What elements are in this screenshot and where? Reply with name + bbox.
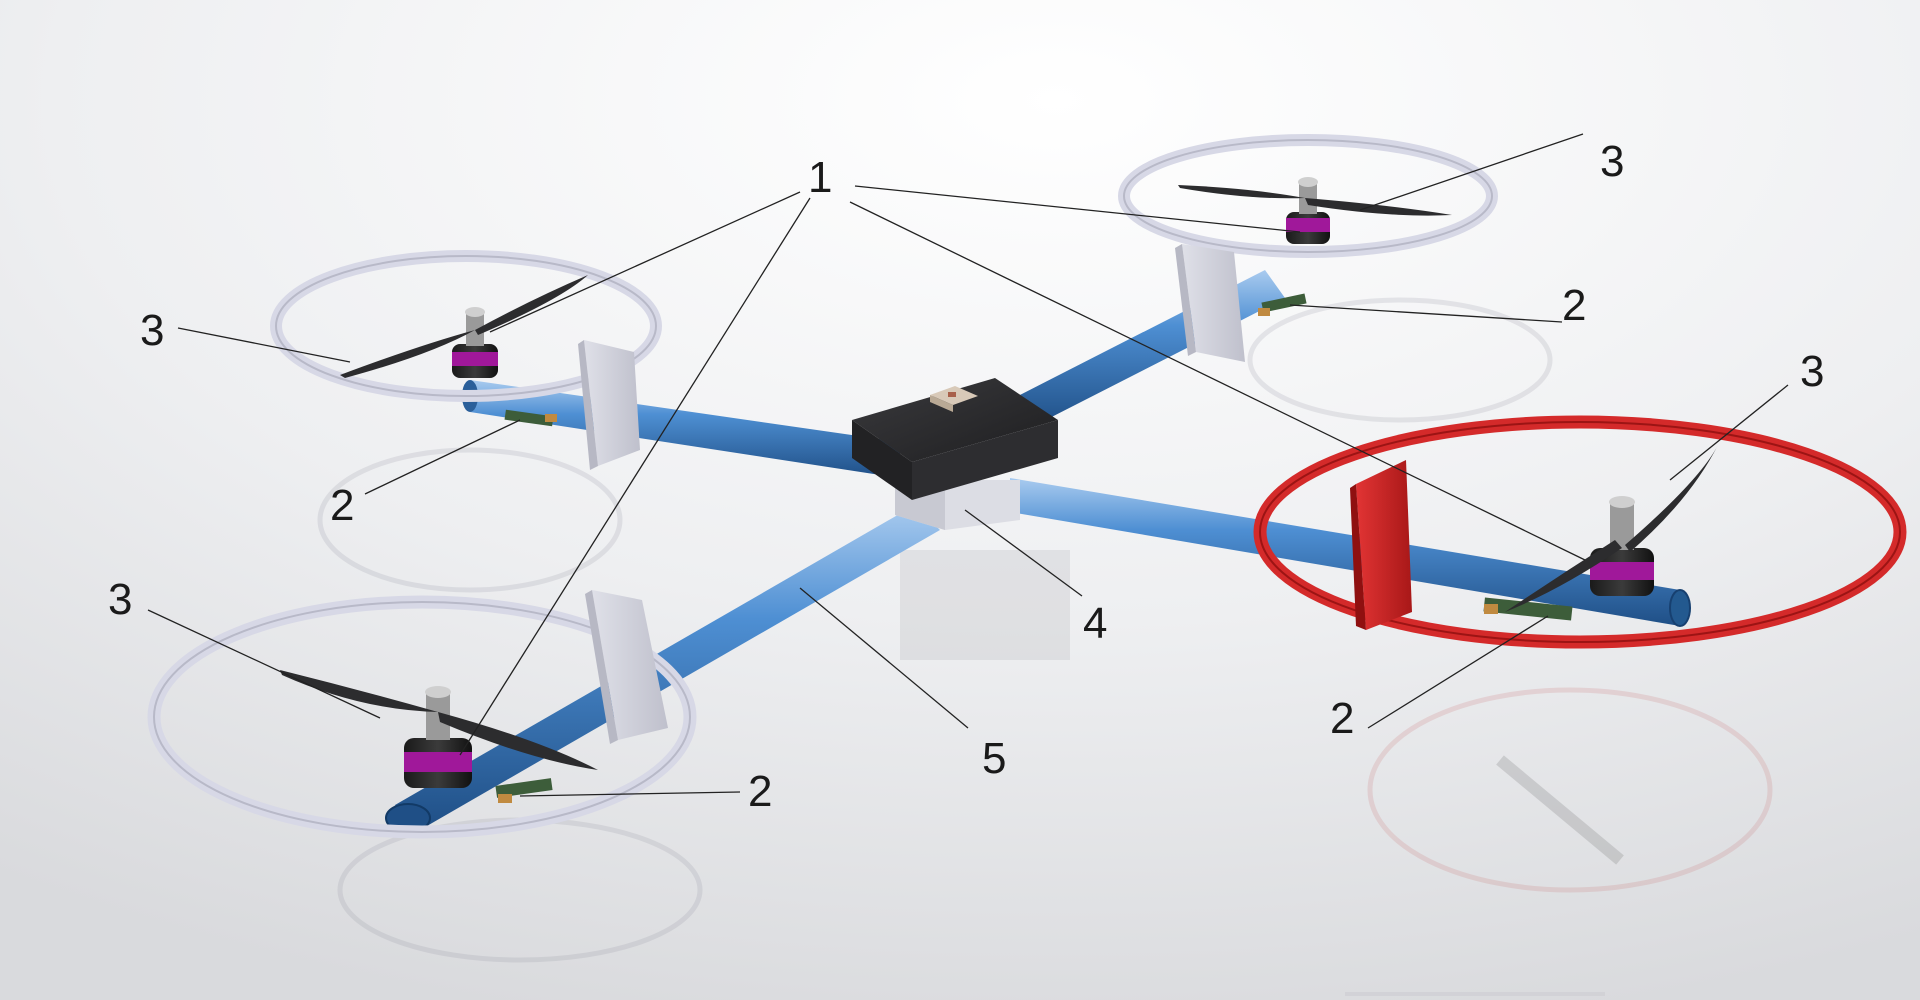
leader-2-rear-left bbox=[364, 419, 521, 495]
leader-4-hub bbox=[964, 509, 1083, 597]
callout-3-front-right: 3 bbox=[1800, 347, 1824, 396]
callout-labels: 1 3 2 3 3 2 4 3 2 2 5 bbox=[108, 137, 1824, 816]
rotor-assembly-rear-right bbox=[1118, 134, 1498, 362]
callout-1: 1 bbox=[808, 153, 832, 202]
watermark-strip bbox=[1345, 992, 1605, 996]
leader-lines bbox=[147, 133, 1789, 797]
leader-5-arm bbox=[799, 587, 969, 729]
leader-1-front-right bbox=[849, 201, 1586, 561]
leader-2-front-right bbox=[1367, 615, 1549, 729]
callout-2-rear-left: 2 bbox=[330, 481, 354, 530]
leader-2-front-left bbox=[519, 791, 741, 797]
leader-1-rear-left bbox=[489, 191, 801, 333]
callout-3-rear-left: 3 bbox=[140, 306, 164, 355]
leader-3-front-right bbox=[1669, 384, 1789, 481]
rotor-assembly-front-left bbox=[147, 590, 697, 839]
leader-2-rear-right bbox=[1289, 304, 1563, 323]
leader-3-front-left bbox=[147, 609, 381, 719]
callout-3-front-left: 3 bbox=[108, 575, 132, 624]
callout-4: 4 bbox=[1083, 599, 1107, 648]
callout-2-front-right: 2 bbox=[1330, 694, 1354, 743]
floor-reflection bbox=[317, 297, 1773, 963]
rotor-assembly-front-right bbox=[1253, 415, 1907, 649]
callout-3-rear-right: 3 bbox=[1600, 137, 1624, 186]
rotor-assembly-rear-left bbox=[270, 250, 662, 470]
callout-2-front-left: 2 bbox=[748, 767, 772, 816]
leader-3-rear-right bbox=[1359, 133, 1584, 211]
callout-5: 5 bbox=[982, 734, 1006, 783]
center-hub bbox=[852, 378, 1058, 530]
leader-3-rear-left bbox=[177, 327, 351, 363]
callout-2-rear-right: 2 bbox=[1562, 281, 1586, 330]
leader-1-front-left bbox=[459, 197, 811, 756]
leader-1-rear-right bbox=[854, 185, 1301, 233]
arm-tube-right-front bbox=[1010, 478, 1691, 627]
